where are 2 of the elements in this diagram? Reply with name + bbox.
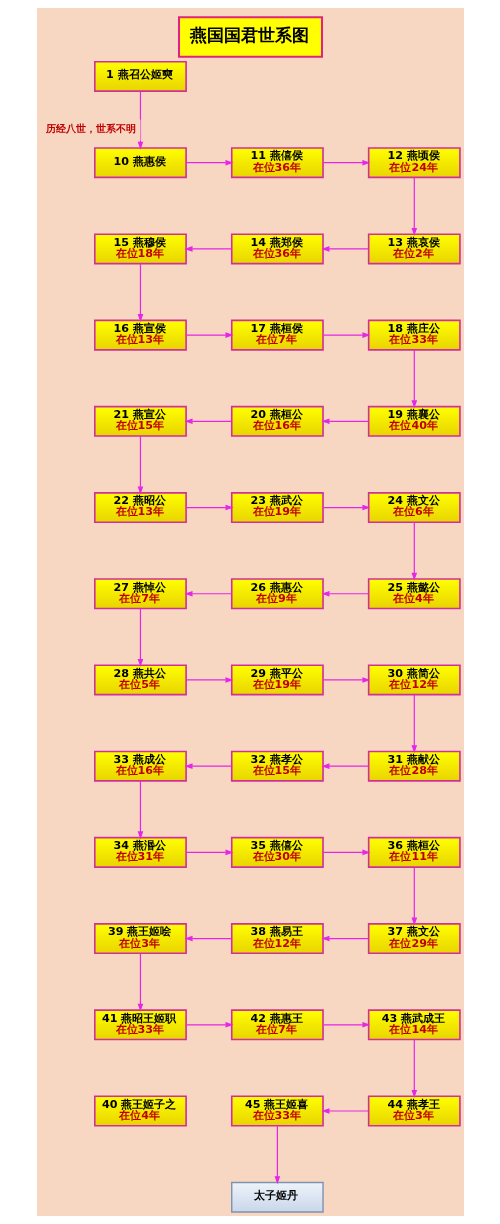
edge-label: 历经八世，世系不明 <box>45 123 136 135</box>
diagram-title: 燕国国君世系图 <box>189 24 309 45</box>
